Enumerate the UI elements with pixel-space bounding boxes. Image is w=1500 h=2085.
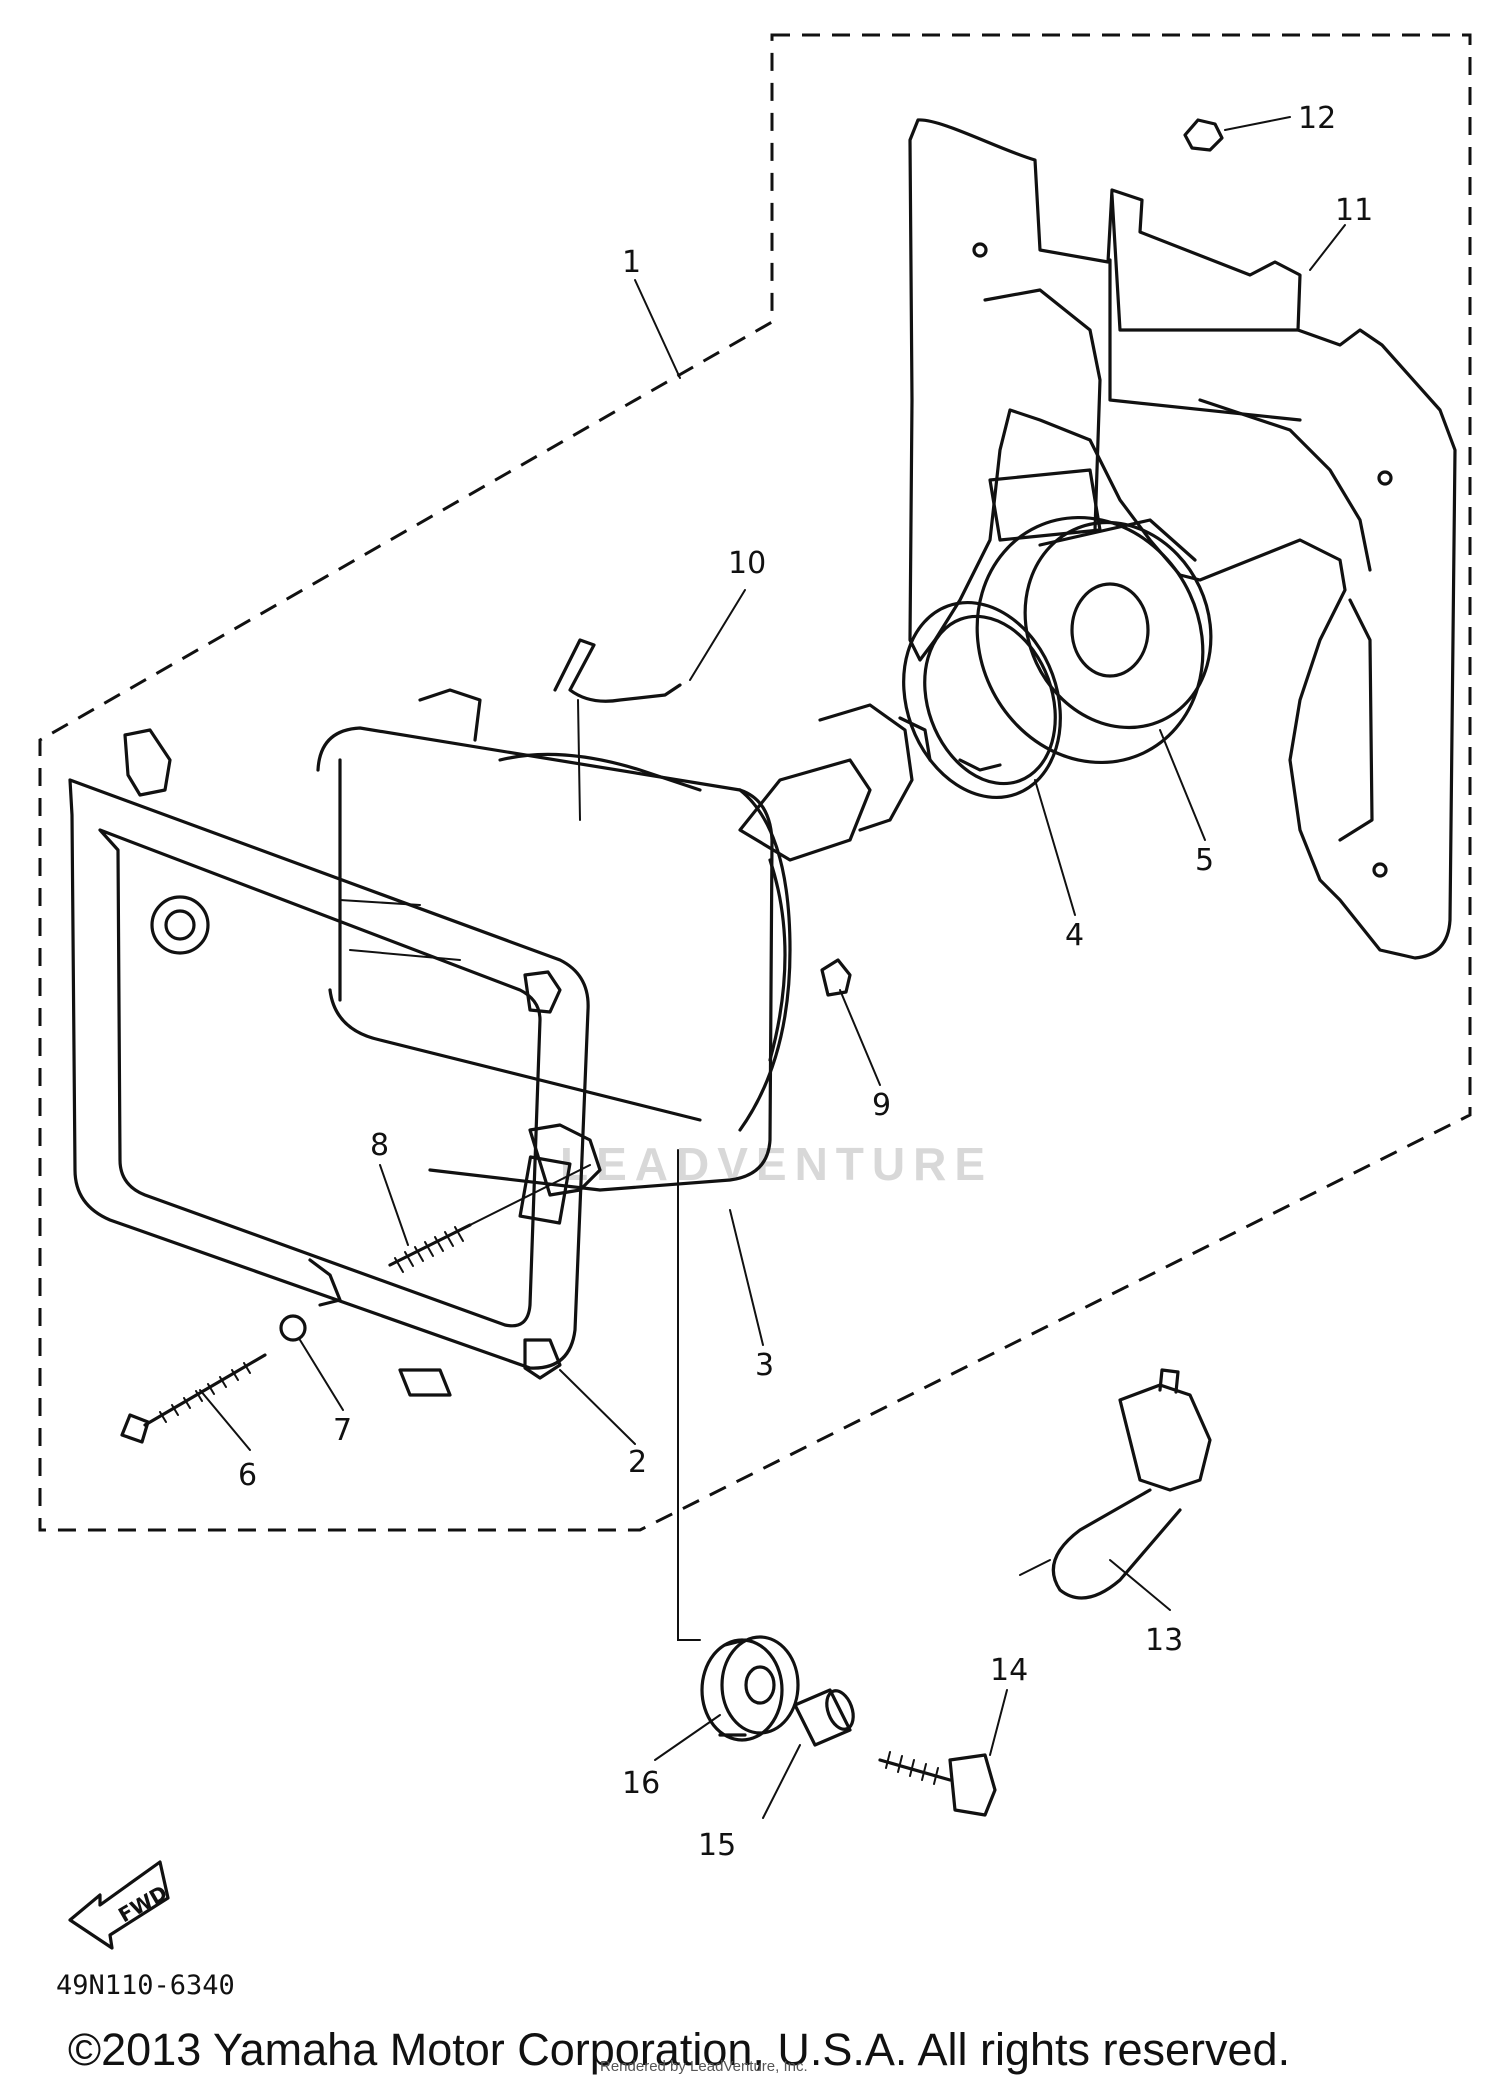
callout-10: 10 bbox=[728, 546, 766, 581]
callout-9: 9 bbox=[872, 1088, 891, 1123]
spring-clip bbox=[553, 638, 682, 821]
callout-8: 8 bbox=[370, 1128, 389, 1163]
callout-5: 5 bbox=[1195, 843, 1214, 878]
rendered-by-credit: Rendered by LeadVenture, Inc. bbox=[600, 2058, 808, 2075]
callout-3: 3 bbox=[755, 1348, 774, 1383]
callout-12: 12 bbox=[1298, 101, 1336, 136]
adjuster-nut bbox=[279, 1314, 307, 1342]
callout-13: 13 bbox=[1145, 1623, 1183, 1658]
assembly-boundary bbox=[38, 33, 1472, 1532]
callout-6: 6 bbox=[238, 1458, 257, 1493]
headlight-unit bbox=[316, 688, 792, 1192]
bulb-in-socket bbox=[738, 703, 932, 862]
halogen-bulb bbox=[1019, 1368, 1212, 1600]
leader-lines bbox=[199, 116, 1346, 1819]
callout-16: 16 bbox=[622, 1766, 660, 1801]
callout-7: 7 bbox=[333, 1413, 352, 1448]
watermark: LEADVENTURE bbox=[560, 1138, 993, 1190]
clip-part-12 bbox=[1183, 118, 1224, 152]
drawing-code: 49N110-6340 bbox=[56, 1970, 235, 2001]
callout-4: 4 bbox=[1065, 918, 1084, 953]
adjusting-screw bbox=[120, 1353, 267, 1444]
headlight-rim bbox=[68, 728, 602, 1397]
callout-15: 15 bbox=[698, 1828, 736, 1863]
rubber-grommet bbox=[700, 1635, 800, 1742]
forward-arrow-icon: FWD bbox=[68, 1860, 171, 1950]
housing-bracket bbox=[908, 118, 1457, 960]
collar bbox=[793, 1688, 855, 1747]
callout-11: 11 bbox=[1335, 193, 1373, 228]
copyright-notice: ©2013 Yamaha Motor Corporation, U.S.A. A… bbox=[68, 2024, 1291, 2075]
callout-14: 14 bbox=[990, 1653, 1028, 1688]
retaining-ring bbox=[902, 600, 1062, 800]
callout-labels: 1 2 3 4 5 6 7 8 9 10 11 12 13 14 15 16 bbox=[238, 101, 1373, 1863]
adjuster-spring bbox=[388, 1164, 591, 1273]
callout-1: 1 bbox=[622, 245, 641, 280]
callout-2: 2 bbox=[628, 1445, 647, 1480]
socket-housing bbox=[975, 515, 1213, 765]
nut-clip bbox=[820, 958, 852, 997]
mounting-bolt bbox=[878, 1751, 997, 1817]
leader-to-16 bbox=[677, 1149, 701, 1641]
